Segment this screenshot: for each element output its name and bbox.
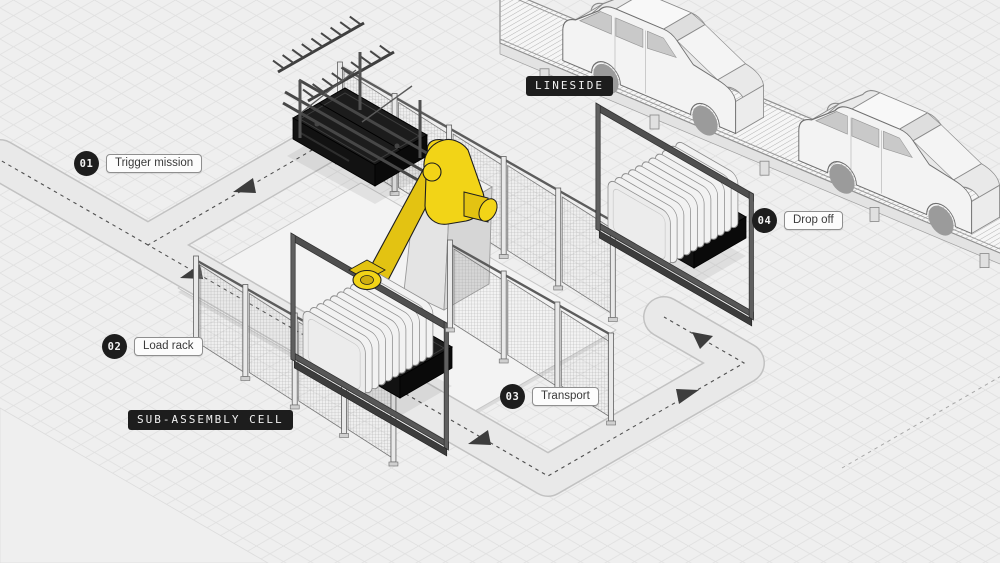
step-03-label: Transport [532, 387, 599, 406]
agv-01 [291, 87, 429, 187]
floor-plate-staging [0, 407, 269, 563]
step-03-marker[interactable]: 03 Transport [500, 384, 599, 409]
conveyor-leg [759, 160, 770, 176]
step-01-marker[interactable]: 01 Trigger mission [74, 151, 203, 176]
route-arrow-ne [676, 389, 699, 404]
route-arrow-nw [692, 332, 713, 349]
step-02-label: Load rack [134, 337, 203, 356]
robot-gripper [348, 259, 386, 291]
step-03-number-badge: 03 [500, 384, 525, 409]
step-02-number-badge: 02 [102, 334, 127, 359]
loaded-rack-agv-02 [290, 232, 449, 457]
route-arrow-sw [468, 430, 491, 445]
empty-rack-agv-01 [272, 15, 433, 185]
step-04-marker[interactable]: 04 Drop off [752, 208, 843, 233]
queue-zone-dash [841, 376, 1000, 469]
step-01-label: Trigger mission [106, 154, 203, 173]
step-02-marker[interactable]: 02 Load rack [102, 334, 203, 359]
route-arrow-sw [233, 178, 256, 193]
zone-label-lineside: LINESIDE [526, 76, 613, 96]
car-body-1 [562, 0, 764, 136]
agv-route [0, 110, 765, 497]
conveyor-leg [979, 253, 990, 269]
step-01-number-badge: 01 [74, 151, 99, 176]
robot-arm [363, 138, 498, 291]
step-04-number-badge: 04 [752, 208, 777, 233]
step-04-label: Drop off [784, 211, 843, 230]
car-body-2 [798, 90, 1000, 236]
loaded-rack-agv-04 [595, 102, 754, 327]
zone-label-sub-assembly-cell: SUB-ASSEMBLY CELL [128, 410, 293, 430]
conveyor-leg [869, 206, 880, 222]
conveyor-leg [649, 114, 660, 130]
